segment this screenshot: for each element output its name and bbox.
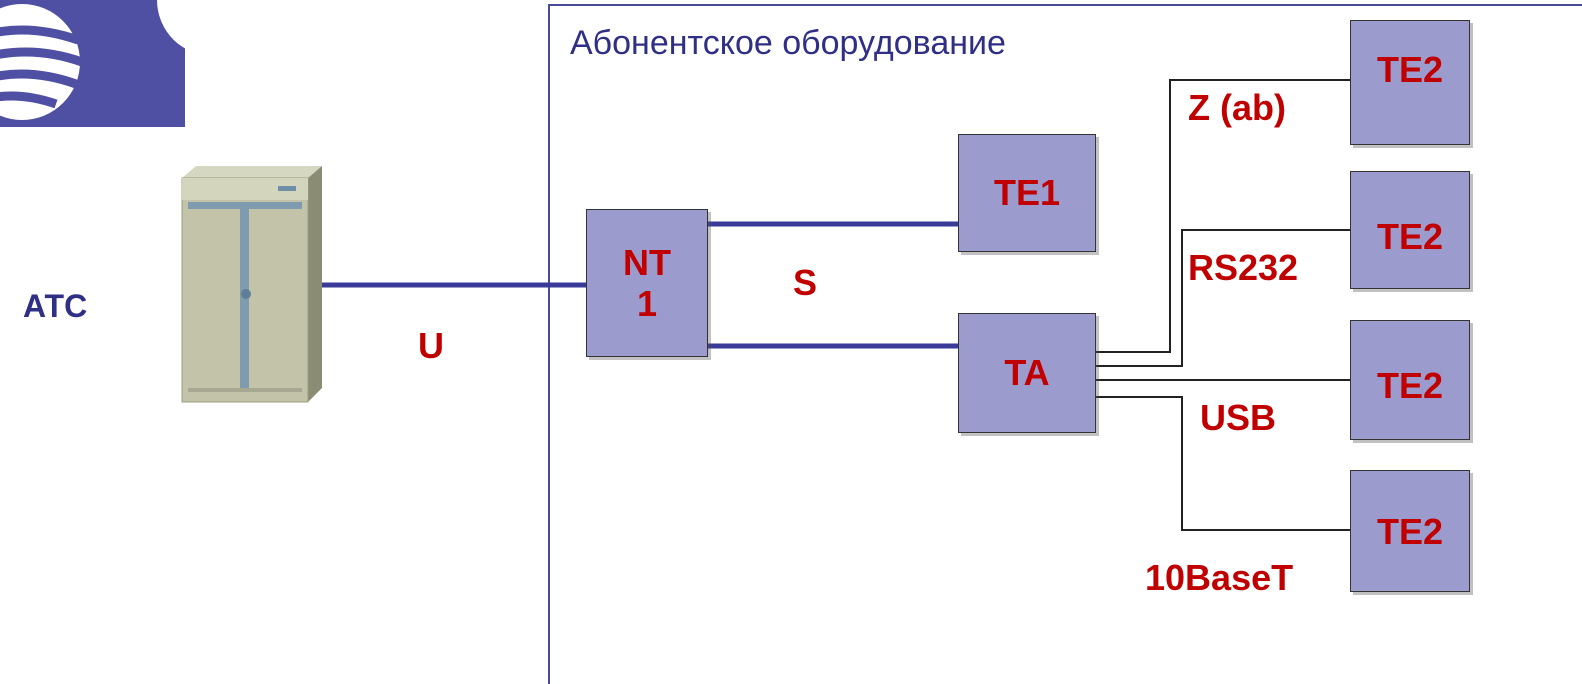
logo-globe-icon bbox=[0, 4, 84, 120]
u-interface-label: U bbox=[418, 325, 444, 366]
subscriber-area-title: Абонентское оборудование bbox=[570, 24, 1006, 62]
subscriber-area-frame bbox=[548, 4, 1582, 684]
rs232-link bbox=[1096, 229, 1350, 367]
nt1-label: NT 1 bbox=[623, 241, 671, 324]
ta-label: TA bbox=[1004, 352, 1050, 394]
s-interface-label: S bbox=[793, 262, 818, 303]
rs232-label: RS232 bbox=[1188, 247, 1299, 288]
server-cabinet-icon bbox=[181, 166, 322, 403]
nt1-box: NT 1 bbox=[586, 209, 708, 357]
te2-box-top: TE2 bbox=[1350, 20, 1470, 145]
te2-box-second: TE2 bbox=[1350, 171, 1470, 289]
te2-label: TE2 bbox=[1376, 511, 1444, 552]
te2-label: TE2 bbox=[1376, 216, 1444, 257]
usb-label: USB bbox=[1200, 397, 1277, 438]
te2-label: TE2 bbox=[1376, 365, 1444, 406]
connection-lines bbox=[318, 79, 1350, 531]
te2-box-bottom: TE2 bbox=[1350, 470, 1470, 592]
te1-box: TE1 bbox=[958, 134, 1096, 252]
logo-panel bbox=[0, 0, 157, 127]
ta-box: TA bbox=[958, 313, 1096, 433]
te1-label: TE1 bbox=[993, 172, 1061, 214]
te2-box-third: TE2 bbox=[1350, 320, 1470, 440]
z-ab-label: Z (ab) bbox=[1188, 87, 1286, 128]
te2-label: TE2 bbox=[1376, 49, 1444, 90]
tenbaset-link bbox=[1096, 396, 1350, 531]
atc-label: АТС bbox=[23, 288, 88, 324]
tenbaset-label: 10BaseT bbox=[1145, 557, 1294, 598]
z-ab-link bbox=[1096, 79, 1350, 353]
